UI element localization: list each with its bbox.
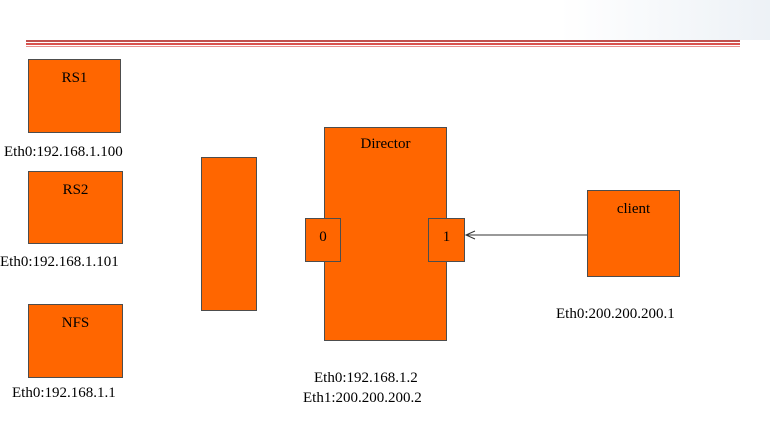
director-port-0-label: 0	[319, 229, 327, 245]
director-address-eth1: Eth1:200.200.200.2	[303, 390, 422, 406]
rs2-node: RS2	[28, 171, 123, 244]
client-title: client	[616, 201, 651, 217]
nfs-node: NFS	[28, 304, 123, 378]
rs1-title: RS1	[61, 70, 88, 86]
director-port-1: 1	[428, 218, 465, 262]
rs2-address: Eth0:192.168.1.101	[0, 254, 119, 270]
rs2-title: RS2	[62, 182, 89, 198]
director-address-eth0: Eth0:192.168.1.2	[314, 370, 418, 386]
rs1-node: RS1	[28, 59, 121, 133]
header-rule-middle	[26, 43, 740, 45]
nfs-address: Eth0:192.168.1.1	[12, 385, 116, 401]
client-address: Eth0:200.200.200.1	[556, 306, 675, 322]
header-rule-bottom	[26, 46, 740, 47]
director-node: Director	[324, 127, 447, 341]
rs1-address: Eth0:192.168.1.100	[4, 144, 123, 160]
director-title: Director	[360, 136, 411, 152]
header-rule-top	[26, 40, 740, 42]
switch-node	[201, 157, 257, 311]
nfs-title: NFS	[61, 315, 90, 331]
director-port-1-label: 1	[442, 229, 451, 245]
director-port-0: 0	[305, 218, 341, 262]
client-node: client	[587, 190, 680, 277]
background-fade	[560, 0, 770, 40]
